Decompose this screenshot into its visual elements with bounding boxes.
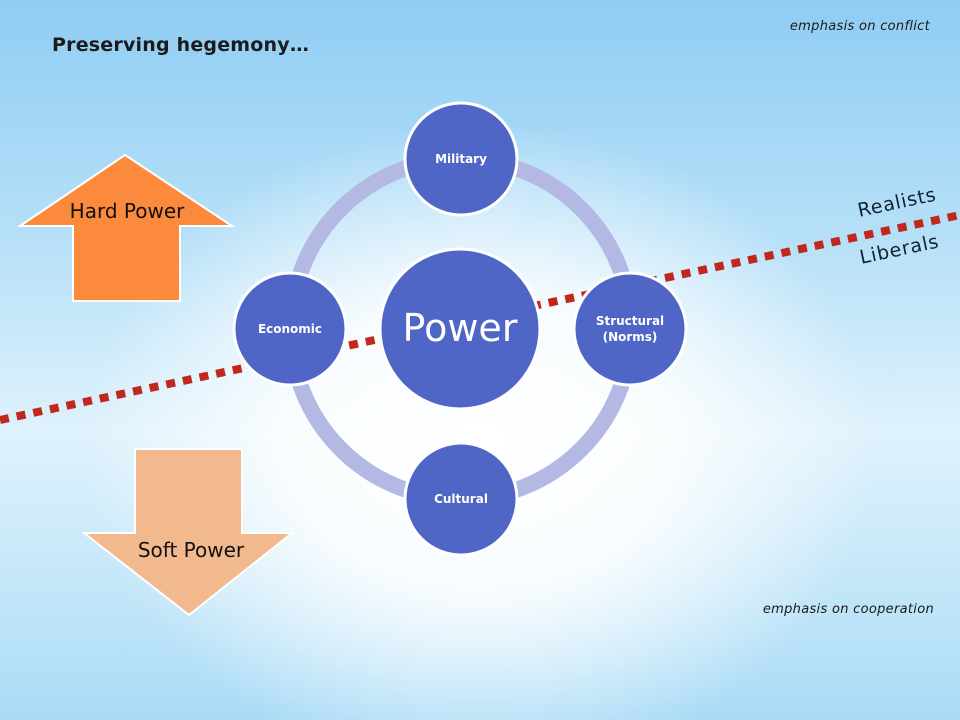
- cooperation-note: emphasis on cooperation: [762, 602, 934, 617]
- military-node: [403, 101, 519, 217]
- soft-power-label: Soft Power: [137, 538, 245, 562]
- soft-power-arrow: [81, 448, 295, 617]
- structural-label: Structural (Norms): [580, 313, 680, 345]
- hard-power-label: Hard Power: [69, 199, 185, 223]
- slide-title: Preserving hegemony…: [52, 34, 310, 56]
- cultural-label: Cultural: [434, 492, 488, 506]
- structural-label-line1: Structural: [595, 314, 665, 328]
- center-node-label: Power: [402, 306, 518, 350]
- realist-liberal-divider: [0, 211, 960, 424]
- hard-power-arrow: [16, 153, 236, 302]
- economic-node: [232, 271, 348, 387]
- military-label: Military: [435, 152, 487, 166]
- economic-label: Economic: [257, 322, 323, 336]
- structural-label-line2: (Norms): [602, 330, 658, 344]
- center-node: [378, 247, 542, 411]
- cultural-node: [403, 441, 519, 557]
- structural-node: [572, 271, 688, 387]
- conflict-note: emphasis on conflict: [789, 19, 930, 34]
